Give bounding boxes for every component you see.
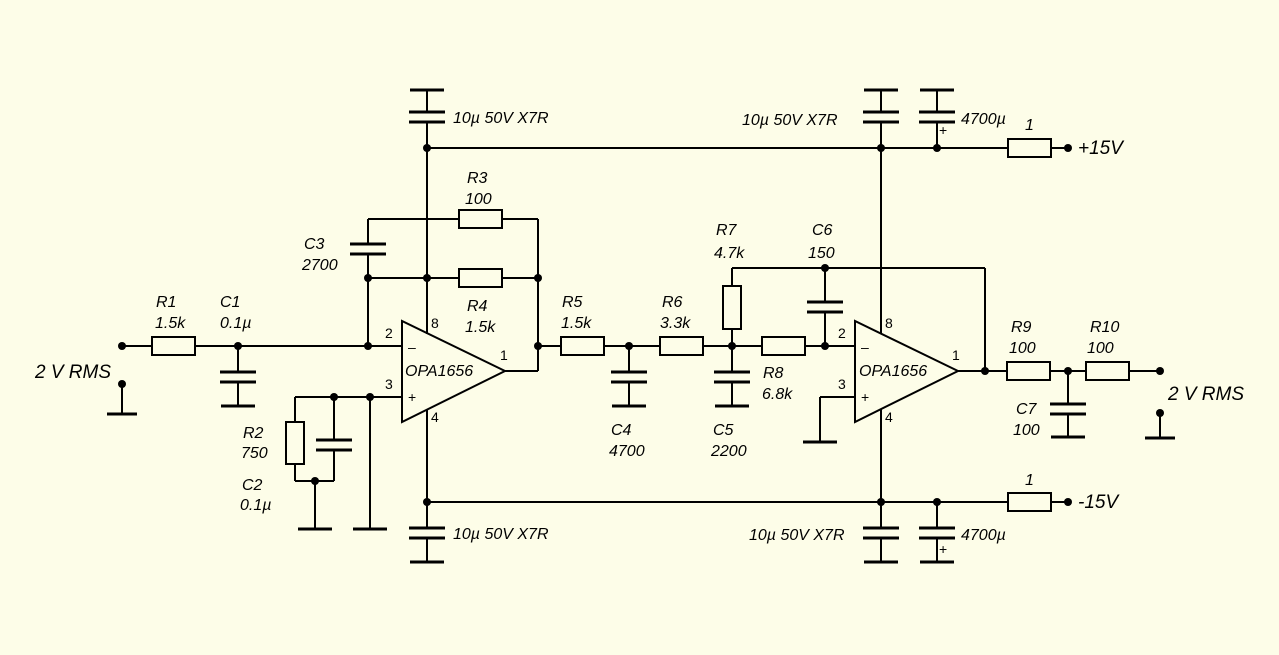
- resistor-r3: R3 100: [458, 170, 539, 346]
- decoupling-cap-u1-bottom: 10µ 50V X7R: [409, 502, 549, 564]
- r4-ref: R4: [467, 298, 488, 315]
- positive-rail-label: +15V: [1078, 138, 1125, 159]
- c1-ref: C1: [220, 294, 240, 311]
- r8-ref: R8: [763, 365, 784, 382]
- decoupling-label-u1-bottom: 10µ 50V X7R: [453, 526, 549, 543]
- resistor-r1: R1 1.5k: [122, 294, 370, 356]
- r2-value: 750: [241, 445, 268, 462]
- u2-pin1: 1: [952, 347, 960, 363]
- c3-ref: C3: [304, 236, 325, 253]
- u2-name: OPA1656: [859, 363, 927, 380]
- u1-pin1: 1: [500, 347, 508, 363]
- r6-value: 3.3k: [660, 315, 691, 332]
- resistor-r6: R6 3.3k: [659, 294, 762, 356]
- decoupling-label-u2-bottom: 10µ 50V X7R: [749, 527, 845, 544]
- c4-ref: C4: [611, 422, 632, 439]
- r10-value: 100: [1087, 340, 1114, 357]
- u1-plus-sign: +: [408, 389, 416, 405]
- resistor-r5: R5 1.5k: [538, 294, 660, 356]
- r5-ref: R5: [562, 294, 583, 311]
- resistor-r2: R2 750: [241, 396, 370, 482]
- capacitor-c4: C4 4700: [609, 342, 647, 460]
- u1-supply: [423, 144, 431, 506]
- r7-value: 4.7k: [714, 245, 745, 262]
- c2-ref: C2: [242, 477, 263, 494]
- u1-pin4: 4: [431, 409, 439, 425]
- c6-value: 150: [808, 245, 835, 262]
- resistor-r7: R7 4.7k: [714, 222, 985, 346]
- positive-rail: 1 +15V: [427, 117, 1125, 159]
- u2-pin3: 3: [838, 376, 846, 392]
- c5-value: 2200: [710, 443, 747, 460]
- negative-rail-label: -15V: [1078, 492, 1120, 513]
- decoupling-cap-u1-top: 10µ 50V X7R: [409, 88, 549, 148]
- pos-rail-resistor: 1: [1025, 117, 1034, 134]
- c4-value: 4700: [609, 443, 645, 460]
- resistor-r4: R4 1.5k: [368, 268, 542, 336]
- u2-minus-sign: –: [861, 339, 869, 355]
- capacitor-c2: C2 0.1µ: [240, 393, 352, 531]
- resistor-r10: R10 100: [1085, 319, 1164, 381]
- u1-pin2: 2: [385, 325, 393, 341]
- r3-ref: R3: [467, 170, 488, 187]
- bulk-top-polarity: +: [939, 122, 947, 138]
- input-label: 2 V RMS: [34, 362, 111, 383]
- output-terminal: 2 V RMS: [1145, 384, 1244, 440]
- r1-value: 1.5k: [155, 315, 186, 332]
- decoupling-label-u1-top: 10µ 50V X7R: [453, 110, 549, 127]
- r2-ref: R2: [243, 425, 264, 442]
- u2-pin4: 4: [885, 409, 893, 425]
- neg-rail-resistor: 1: [1025, 472, 1034, 489]
- r6-ref: R6: [662, 294, 683, 311]
- opamp-u1: – + OPA1656 2 3 1 8 4: [370, 315, 542, 425]
- capacitor-c7: C7 100: [1013, 367, 1086, 439]
- u1-minus-sign: –: [408, 339, 416, 355]
- r9-value: 100: [1009, 340, 1036, 357]
- opamp-u2: – + OPA1656 2 3 1 8 4: [803, 268, 989, 444]
- decoupling-cap-u2-top: 10µ 50V X7R: [742, 88, 899, 148]
- input-terminal: 2 V RMS: [34, 342, 137, 416]
- c7-ref: C7: [1016, 401, 1038, 418]
- decoupling-cap-u2-bottom: 10µ 50V X7R: [749, 502, 899, 564]
- resistor-r9: R9 100: [985, 319, 1086, 381]
- negative-rail: 1 -15V: [427, 472, 1120, 513]
- decoupling-label-u2-top: 10µ 50V X7R: [742, 112, 838, 129]
- r8-value: 6.8k: [762, 386, 793, 403]
- u2-pin2: 2: [838, 325, 846, 341]
- u2-plus-sign: +: [861, 389, 869, 405]
- u2-supply: [877, 144, 885, 506]
- capacitor-c6: C6 150: [807, 222, 843, 350]
- r1-ref: R1: [156, 294, 176, 311]
- u2-pin8: 8: [885, 315, 893, 331]
- r5-value: 1.5k: [561, 315, 592, 332]
- bulk-label-top: 4700µ: [961, 111, 1006, 128]
- c6-ref: C6: [812, 222, 833, 239]
- u1-name: OPA1656: [405, 363, 473, 380]
- r3-value: 100: [465, 191, 492, 208]
- capacitor-c1: C1 0.1µ: [220, 294, 256, 408]
- c1-value: 0.1µ: [220, 315, 251, 332]
- output-label: 2 V RMS: [1167, 384, 1244, 405]
- r9-ref: R9: [1011, 319, 1032, 336]
- r10-ref: R10: [1090, 319, 1119, 336]
- u1-pin8: 8: [431, 315, 439, 331]
- c7-value: 100: [1013, 422, 1040, 439]
- capacitor-c5: C5 2200: [710, 342, 750, 460]
- resistor-r8: R8 6.8k: [761, 336, 855, 403]
- bulk-bottom-polarity: +: [939, 541, 947, 557]
- bulk-label-bottom: 4700µ: [961, 527, 1006, 544]
- ground-u1-plus: [353, 393, 387, 531]
- c3-value: 2700: [301, 257, 338, 274]
- c2-value: 0.1µ: [240, 497, 271, 514]
- r4-value: 1.5k: [465, 319, 496, 336]
- bulk-cap-bottom: + 4700µ: [919, 498, 1006, 564]
- r7-ref: R7: [716, 222, 738, 239]
- bulk-cap-top: + 4700µ: [919, 88, 1006, 152]
- u1-pin3: 3: [385, 376, 393, 392]
- c5-ref: C5: [713, 422, 734, 439]
